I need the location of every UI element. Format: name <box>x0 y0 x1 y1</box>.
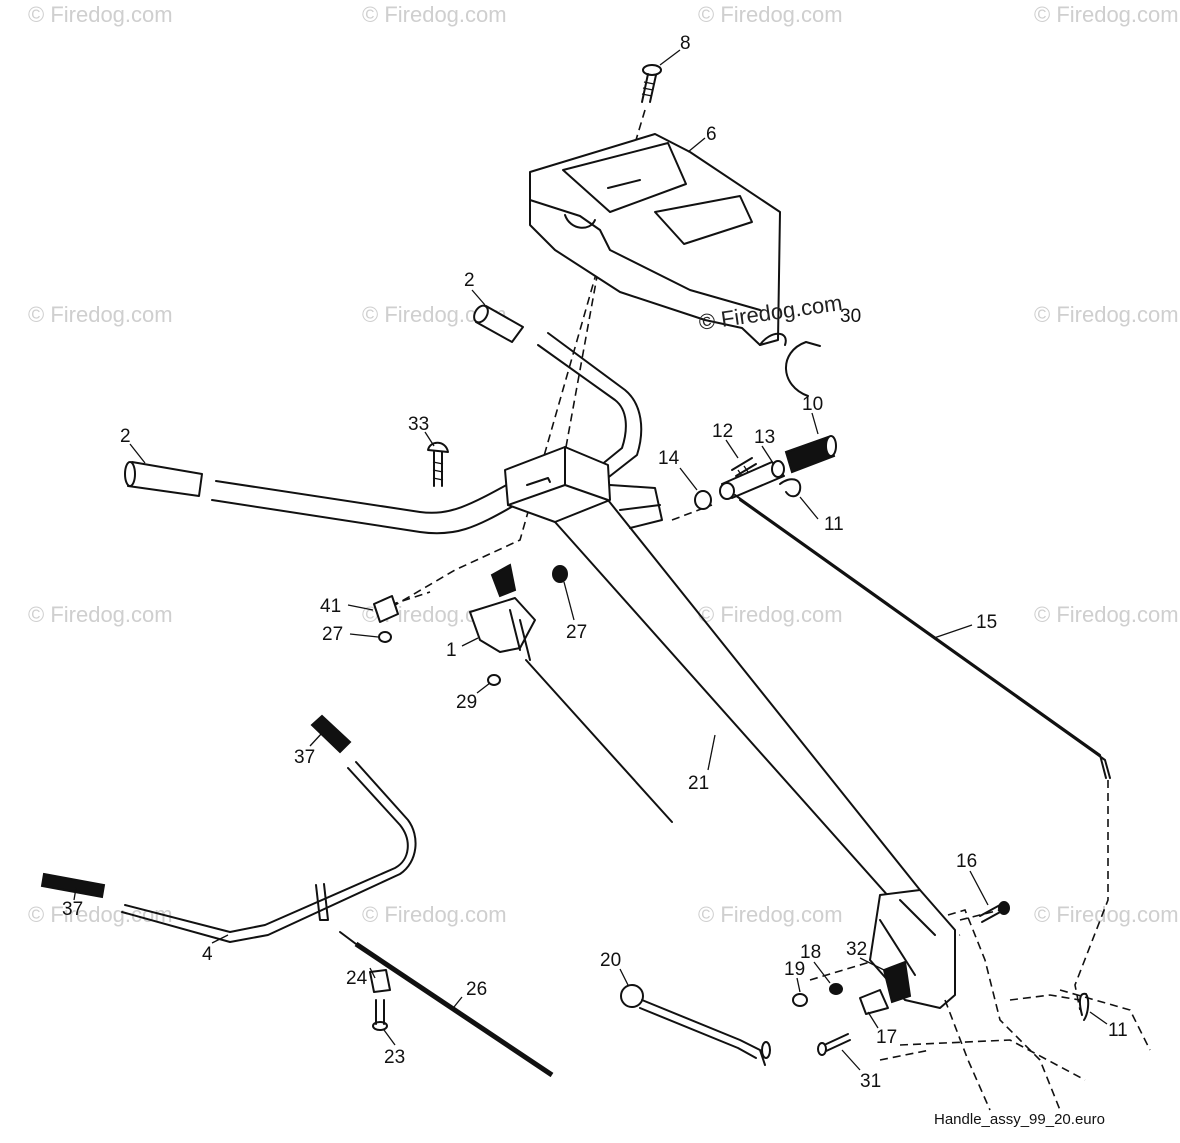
part-24-clamp <box>369 969 391 993</box>
callout-11: 11 <box>824 514 844 535</box>
part-2-grip-left <box>124 461 203 497</box>
callout-6: 6 <box>706 124 717 145</box>
callout-2: 2 <box>464 270 475 291</box>
part-14-spacer <box>694 490 712 510</box>
callout-37: 37 <box>62 899 83 920</box>
watermark: © Firedog.com <box>28 2 173 27</box>
watermark: © Firedog.com <box>28 602 173 627</box>
callout-10: 10 <box>802 394 823 415</box>
part-21-main-handle <box>504 446 956 1009</box>
part-27-nut-left <box>378 631 392 643</box>
watermark: © Firedog.com <box>1034 902 1179 927</box>
callout-2: 2 <box>120 426 131 447</box>
callout-41: 41 <box>320 596 341 617</box>
part-1-bracket <box>469 563 673 823</box>
part-2-grip-upper <box>473 304 524 343</box>
part-37-grip-upper <box>310 714 352 754</box>
part-33-bolt <box>427 441 449 487</box>
callout-13: 13 <box>754 427 775 448</box>
part-11-hairpin-lower <box>1078 992 1090 1021</box>
callout-27: 27 <box>322 624 343 645</box>
watermark: © Firedog.com <box>1034 602 1179 627</box>
callout-20: 20 <box>600 950 621 971</box>
watermark: © Firedog.com <box>362 902 507 927</box>
callout-32: 32 <box>846 939 867 960</box>
callout-19: 19 <box>784 959 805 980</box>
callout-11: 11 <box>1108 1020 1128 1041</box>
part-23-bolt <box>372 999 388 1031</box>
part-20-shift-lever <box>620 984 771 1066</box>
leader-lines <box>73 49 1108 1071</box>
callout-8: 8 <box>680 33 691 54</box>
callout-16: 16 <box>956 851 977 872</box>
callout-31: 31 <box>860 1071 881 1092</box>
part-18-nut <box>829 983 843 995</box>
part-handlebar-bend <box>537 332 643 481</box>
callout-37: 37 <box>294 747 315 768</box>
part-27-nut-right <box>552 565 568 583</box>
part-29-nut <box>487 674 501 686</box>
watermark: © Firedog.com <box>28 302 173 327</box>
part-16-bolt <box>979 901 1010 923</box>
watermark: © Firedog.com <box>698 902 843 927</box>
part-handlebar <box>211 480 516 535</box>
diagram-filename: Handle_assy_99_20.euro <box>934 1111 1105 1128</box>
part-30-clip <box>785 341 821 397</box>
callout-4: 4 <box>202 944 213 965</box>
watermark: © Firedog.com <box>698 602 843 627</box>
watermark: © Firedog.com <box>28 902 173 927</box>
part-17-pad <box>859 989 889 1015</box>
part-37-grip-left <box>40 872 106 899</box>
callout-12: 12 <box>712 421 733 442</box>
part-19-washer <box>792 993 808 1007</box>
part-6-console <box>529 133 787 346</box>
callout-24: 24 <box>346 968 368 989</box>
part-11-hairpin-upper <box>779 478 802 498</box>
tiller-frame-outline <box>879 909 1151 1111</box>
watermark: © Firedog.com <box>362 2 507 27</box>
watermark: © Firedog.com <box>1034 302 1179 327</box>
callout-27: 27 <box>566 622 587 643</box>
callout-1: 1 <box>446 640 457 661</box>
callout-33: 33 <box>408 414 429 435</box>
callout-29: 29 <box>456 692 477 713</box>
callouts: 8 6 2 30 2 33 12 13 10 14 11 41 27 1 27 … <box>62 33 1128 1092</box>
callout-23: 23 <box>384 1047 405 1068</box>
callout-18: 18 <box>800 942 821 963</box>
part-13-pivot <box>719 460 785 500</box>
part-41-clip <box>373 595 399 623</box>
part-31-bolt <box>817 1033 851 1056</box>
part-26-cable <box>339 931 554 1078</box>
part-15-control-rod <box>734 494 1111 779</box>
callout-14: 14 <box>658 448 680 469</box>
part-4-lever <box>121 761 417 943</box>
callout-21: 21 <box>688 773 709 794</box>
callout-30: 30 <box>840 306 861 327</box>
watermark: © Firedog.com <box>698 2 843 27</box>
watermark: © Firedog.com <box>1034 2 1179 27</box>
part-8-screw <box>641 64 662 103</box>
part-10-grip <box>784 435 837 474</box>
callout-17: 17 <box>876 1027 897 1048</box>
callout-15: 15 <box>976 612 997 633</box>
callout-26: 26 <box>466 979 487 1000</box>
part-32-insert <box>882 960 912 1004</box>
